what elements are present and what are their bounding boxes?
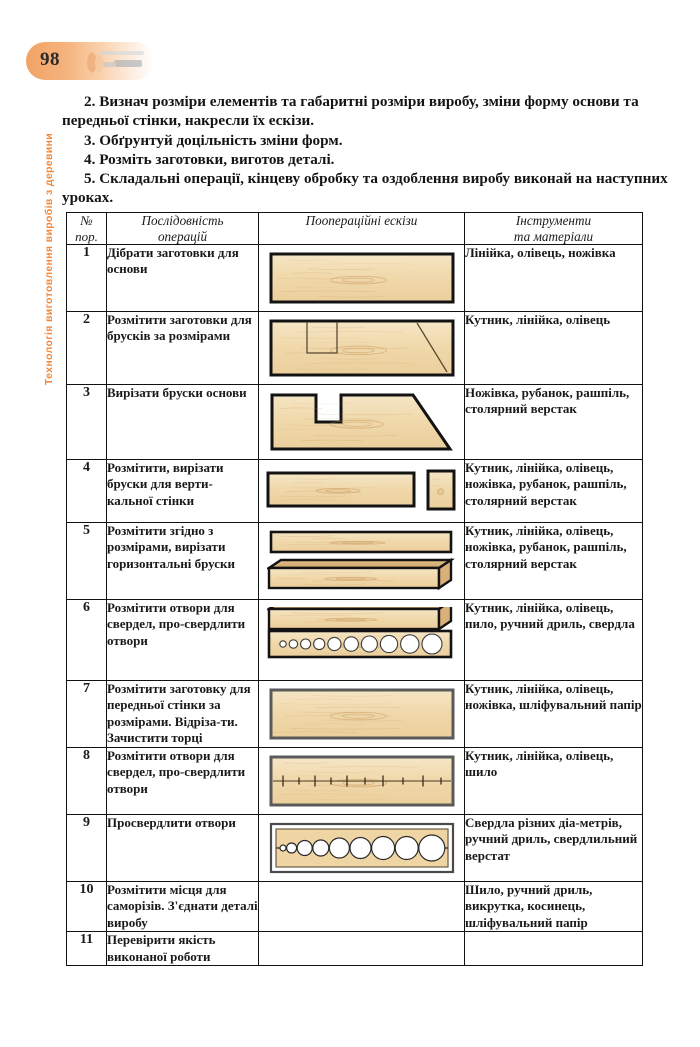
sketch-notched-profile — [270, 393, 453, 451]
row-sequence-text: Розмітити отвори для свердел, про-свердл… — [106, 747, 259, 815]
row-tools-text: Кутник, лінійка, олівець, шило — [464, 747, 643, 815]
row-number: 4 — [66, 459, 107, 523]
woodworking-tools-icon — [87, 51, 144, 73]
row-number: 5 — [66, 522, 107, 600]
sketch-large-holes-panel — [269, 822, 454, 874]
row-number: 6 — [66, 599, 107, 681]
row-sequence-text: Вирізати бруски основи — [106, 384, 259, 460]
sketch-container — [259, 748, 464, 814]
sketch-container — [259, 245, 464, 311]
row-tools-text: Шило, ручний дриль, викрутка, косинець, … — [464, 880, 643, 933]
column-header-sequence-line1: Послідовність — [141, 213, 224, 228]
sketch-container — [259, 460, 464, 522]
row-sketch — [258, 244, 465, 312]
column-header-tools-line1: Інструменти — [515, 213, 592, 228]
sketch-bar-and-block — [266, 469, 455, 511]
row-sketch — [258, 384, 465, 460]
column-header-number-line1: № — [80, 213, 93, 228]
operations-table: № пор. Послідовність операцій Пооперaцій… — [66, 212, 643, 967]
intro-paragraph-5: 5. Складальні операції, кінцеву обробку … — [62, 170, 668, 207]
sketch-container — [259, 600, 464, 680]
row-number: 7 — [66, 680, 107, 748]
row-sketch — [258, 522, 465, 600]
row-tools-text: Лінійка, олівець, ножівка — [464, 244, 643, 312]
sketch-container — [259, 385, 464, 459]
column-header-number-line2: пор. — [75, 228, 98, 244]
column-header-sequence: Послідовність операцій — [106, 212, 259, 245]
column-header-tools-line2: та матеріали — [513, 228, 594, 244]
column-header-tools: Інструменти та матеріали — [464, 212, 643, 245]
sketch-plain-panel — [269, 688, 454, 740]
row-sketch — [258, 459, 465, 523]
row-sketch — [258, 311, 465, 385]
column-header-sketches-text: Пооперaційні ескізи — [305, 213, 418, 228]
column-header-number: № пор. — [66, 212, 107, 245]
row-tools-text: Кутник, лінійка, олівець, ножівка, шліфу… — [464, 680, 643, 748]
sketch-marked-board — [269, 319, 454, 377]
row-number: 2 — [66, 311, 107, 385]
intro-paragraph-2: 2. Визнач розміри елементів та габаритні… — [62, 93, 639, 130]
row-number: 10 — [66, 880, 107, 933]
row-sequence-text: Розмітити згідно з розмірами, вирізати г… — [106, 522, 259, 600]
intro-instructions: 2. Визнач розміри елементів та габаритні… — [62, 92, 675, 208]
sketch-plain-board — [269, 252, 454, 304]
side-running-title: Технологія виготовлення виробів з дереви… — [43, 132, 55, 386]
sketch-iso-bar-and-drilled-bar — [266, 607, 452, 659]
row-sketch — [258, 931, 465, 967]
table-header-row: № пор. Послідовність операцій Пооперaцій… — [66, 212, 643, 245]
row-sketch — [258, 747, 465, 815]
row-tools-text: Свердла різних діа-метрів, ручний дриль,… — [464, 814, 643, 882]
row-sequence-text: Розмітити отвори для свердел, про-свердл… — [106, 599, 259, 681]
intro-paragraph-3: 3. Обґрунтуй доцільність зміни форм. — [84, 131, 343, 149]
intro-paragraph-4: 4. Розміть заготовки, виготов деталі. — [84, 150, 335, 168]
row-tools-text: Кутник, лінійка, олівець, ножівка, рубан… — [464, 459, 643, 523]
row-number: 9 — [66, 814, 107, 882]
page-number: 98 — [40, 49, 60, 70]
column-header-sketches: Пооперaційні ескізи — [258, 212, 465, 245]
row-tools-text — [464, 931, 643, 967]
row-number: 3 — [66, 384, 107, 460]
row-number: 8 — [66, 747, 107, 815]
row-tools-text: Кутник, лінійка, олівець, пило, ручний д… — [464, 599, 643, 681]
sketch-container — [259, 681, 464, 747]
row-tools-text: Кутник, лінійка, олівець — [464, 311, 643, 385]
row-number: 1 — [66, 244, 107, 312]
row-sketch — [258, 680, 465, 748]
row-sequence-text: Розмітити заготовку для передньої стінки… — [106, 680, 259, 748]
row-sequence-text: Розмітити, вирізати бруски для верти-кал… — [106, 459, 259, 523]
row-number: 11 — [66, 931, 107, 967]
row-sequence-text: Дібрати заготовки для основи — [106, 244, 259, 312]
row-sequence-text: Розмітити місця для саморізів. З'єднати … — [106, 880, 259, 933]
row-sequence-text: Перевірити якість виконаної роботи — [106, 931, 259, 967]
row-tools-text: Кутник, лінійка, олівець, ножівка, рубан… — [464, 522, 643, 600]
page-header: 98 — [26, 42, 154, 82]
sketch-container — [259, 312, 464, 384]
row-sketch — [258, 599, 465, 681]
row-tools-text: Ножівка, рубанок, рашпіль, столярний вер… — [464, 384, 643, 460]
row-sequence-text: Розмітити заготовки для брусків за розмі… — [106, 311, 259, 385]
sketch-marked-hole-panel — [269, 755, 454, 807]
sketch-container — [259, 523, 464, 599]
column-header-sequence-line2: операцій — [157, 228, 208, 244]
row-sketch — [258, 880, 465, 933]
sketch-flat-and-iso-bar — [266, 530, 455, 591]
row-sequence-text: Просвердлити отвори — [106, 814, 259, 882]
row-sketch — [258, 814, 465, 882]
sketch-container — [259, 815, 464, 881]
